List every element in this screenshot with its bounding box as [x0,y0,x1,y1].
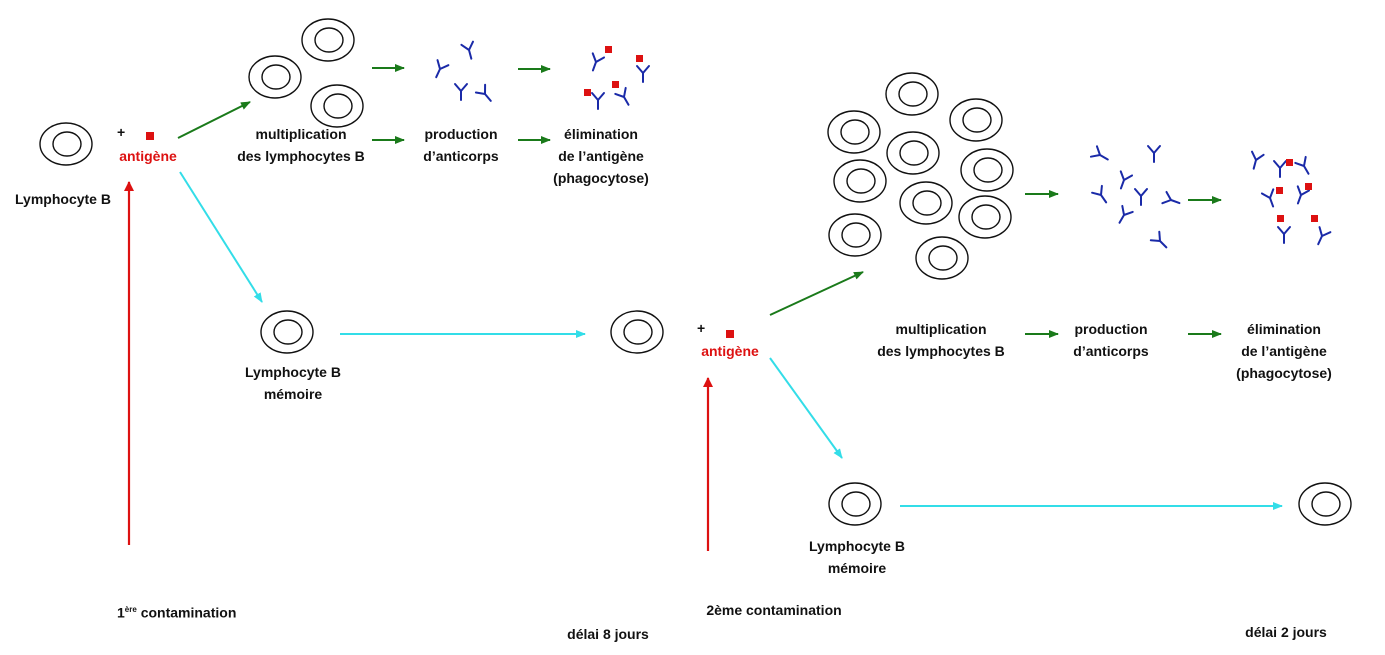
primary-naive-lymphocyte [39,122,93,166]
primary-antigen-square [146,132,154,140]
secondary-antigen-antibody-complexes [1246,150,1332,248]
secondary-multiplication-label: multiplication des lymphocytes B [877,321,1005,359]
primary-antibodies [429,40,497,106]
primary-antigen-antibody-complexes [584,46,650,110]
primary-multiplied-cells [248,18,364,128]
secondary-memory-lymphocyte [828,482,882,526]
primary-multiplication-label: multiplication des lymphocytes B [237,126,365,164]
primary-lymphocyte-label: Lymphocyte B [15,191,111,207]
secondary-arrow-to-multiplication [769,271,864,316]
secondary-antibodies [1089,145,1183,253]
secondary-elimination-label: élimination de l’antigène (phagocytose) [1236,321,1332,381]
primary-production-label: production d’anticorps [423,126,499,164]
primary-plus-sign: + [117,124,126,140]
secondary-memory-lymphocyte-input [610,310,664,354]
secondary-antigen-label: antigène [701,343,759,359]
secondary-production-label: production d’anticorps [1073,321,1149,359]
primary-elimination-label: élimination de l’antigène (phagocytose) [553,126,649,186]
primary-memory-lymphocyte [260,310,314,354]
primary-memory-label: Lymphocyte B mémoire [245,364,341,402]
primary-arrow-to-memory [179,171,263,303]
primary-contamination-label: 1ère contamination [117,604,237,621]
primary-arrow-to-multiplication [177,101,251,139]
secondary-plus-sign: + [697,320,706,336]
final-memory-lymphocyte [1298,482,1352,526]
secondary-multiplied-cells [827,72,1014,280]
primary-antigen-label: antigène [119,148,177,164]
secondary-arrow-to-memory [769,357,843,459]
primary-delay-label: délai 8 jours [567,626,649,642]
secondary-contamination-label: 2ème contamination [706,602,842,618]
secondary-antigen-square [726,330,734,338]
secondary-delay-label: délai 2 jours [1245,624,1327,640]
secondary-memory-label: Lymphocyte B mémoire [809,538,905,576]
